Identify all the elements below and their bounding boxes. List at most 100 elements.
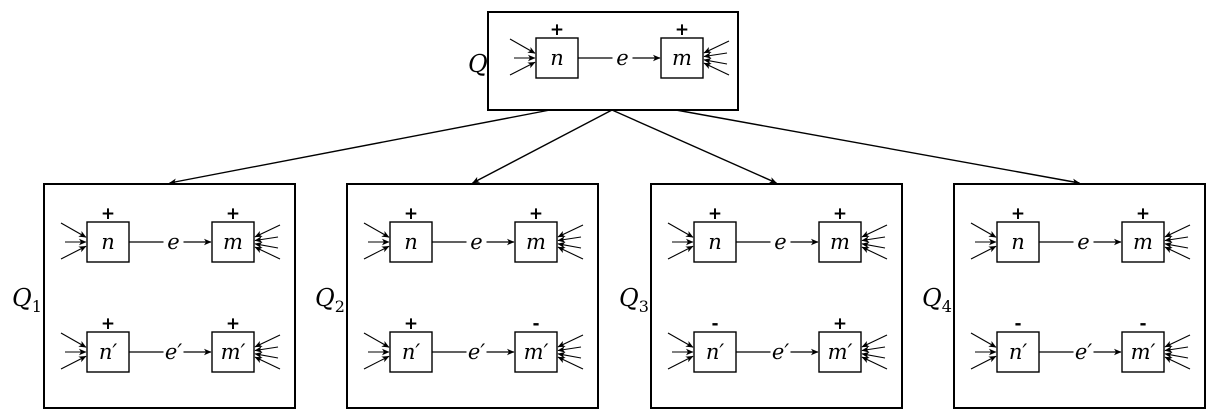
node-n-label: n′: [402, 340, 421, 364]
decomposition-arrow-1: [169, 109, 551, 185]
incoming-edge-m: [861, 224, 888, 238]
incoming-edge-n: [667, 245, 694, 260]
incoming-edge-m: [1164, 334, 1191, 348]
edge-label-background: [612, 49, 633, 67]
incoming-edge-m: [254, 346, 279, 353]
edge-label-background: [1073, 233, 1094, 251]
node-n-sign: +: [550, 20, 564, 40]
node-n-label: n′: [99, 340, 118, 364]
node-m-box: [660, 37, 704, 79]
incoming-edge-m: [861, 246, 888, 260]
node-n-sign: -: [1014, 314, 1021, 334]
incoming-edge-m: [1164, 346, 1189, 353]
incoming-edge-m: [557, 224, 584, 238]
incoming-edge-m: [861, 346, 886, 353]
edge-label: e: [167, 230, 179, 254]
node-m-sign: -: [1139, 314, 1146, 334]
subquery-label-subscript: 4: [942, 297, 952, 316]
incoming-edge-m: [254, 356, 281, 370]
incoming-edge-n: [363, 222, 390, 238]
root-query-label: Q: [468, 50, 488, 78]
incoming-edge-m: [703, 52, 728, 59]
edge-label-background: [770, 233, 791, 251]
incoming-edge-m: [557, 246, 584, 260]
subquery-label-subscript: 1: [32, 297, 42, 316]
subquery-label: Q1: [12, 284, 42, 316]
incoming-edge-m: [557, 236, 582, 243]
incoming-edge-m: [557, 346, 582, 353]
node-n-sign: +: [101, 314, 115, 334]
node-m-sign: +: [226, 204, 240, 224]
incoming-edge-n: [509, 38, 536, 54]
node-n-label: n: [550, 46, 564, 70]
incoming-edge-m: [254, 246, 281, 260]
node-n-sign: +: [404, 204, 418, 224]
edge-label: e: [616, 46, 628, 70]
node-m-box: [1121, 331, 1165, 373]
node-m-box: [818, 221, 862, 263]
incoming-edge-m: [254, 241, 279, 249]
decomposition-arrow-2: [472, 109, 613, 184]
incoming-edge-m: [1164, 246, 1191, 260]
incoming-edge-m: [861, 236, 886, 243]
incoming-edge-m: [1164, 351, 1189, 359]
node-m-label: m′: [828, 340, 853, 364]
subquery-label-letter: Q: [12, 284, 32, 312]
decomposition-arrows: [169, 109, 1080, 185]
node-m-label: m′: [1131, 340, 1156, 364]
subquery-label: Q2: [315, 284, 345, 316]
incoming-edge-n: [667, 355, 694, 370]
node-m-box: [514, 331, 558, 373]
subquery-frame: [43, 183, 296, 409]
incoming-edge-m: [1164, 224, 1191, 238]
root-query-frame: [487, 11, 739, 111]
node-n-box: [86, 221, 130, 263]
decomposition-arrow-4: [675, 109, 1080, 185]
subquery-label-letter: Q: [922, 284, 942, 312]
incoming-edge-n: [60, 332, 87, 348]
subquery-label-subscript: 2: [335, 297, 345, 316]
edge-label: e′: [165, 340, 182, 364]
subquery-label: Q4: [922, 284, 952, 316]
incoming-edge-m: [254, 351, 279, 359]
node-n-box: [693, 221, 737, 263]
node-m-sign: -: [532, 314, 539, 334]
node-n-box: [996, 221, 1040, 263]
edge-label-background: [163, 233, 184, 251]
edge-label: e′: [772, 340, 789, 364]
incoming-edge-n: [970, 332, 997, 348]
node-m-sign: +: [529, 204, 543, 224]
node-n-box: [86, 331, 130, 373]
subquery-frame: [650, 183, 903, 409]
incoming-edge-n: [60, 355, 87, 370]
edge-label: e: [774, 230, 786, 254]
node-m-label: m: [672, 46, 692, 70]
edge-label: e: [1077, 230, 1089, 254]
incoming-edge-n: [667, 332, 694, 348]
incoming-edge-n: [363, 355, 390, 370]
edge-label-background: [466, 343, 487, 361]
node-m-label: m: [830, 230, 850, 254]
subquery-label-subscript: 3: [639, 297, 649, 316]
edge-label: e′: [468, 340, 485, 364]
incoming-edge-m: [703, 40, 730, 54]
node-m-box: [1121, 221, 1165, 263]
node-n-box: [996, 331, 1040, 373]
incoming-edge-n: [60, 245, 87, 260]
incoming-edge-n: [363, 332, 390, 348]
incoming-edge-n: [509, 61, 536, 76]
node-m-box: [514, 221, 558, 263]
incoming-edge-m: [557, 241, 582, 249]
subquery-label-letter: Q: [315, 284, 335, 312]
incoming-edge-m: [1164, 356, 1191, 370]
node-n-sign: +: [1011, 204, 1025, 224]
subquery-frame: [953, 183, 1206, 409]
incoming-edge-m: [861, 351, 886, 359]
incoming-edge-m: [254, 334, 281, 348]
node-n-sign: +: [404, 314, 418, 334]
